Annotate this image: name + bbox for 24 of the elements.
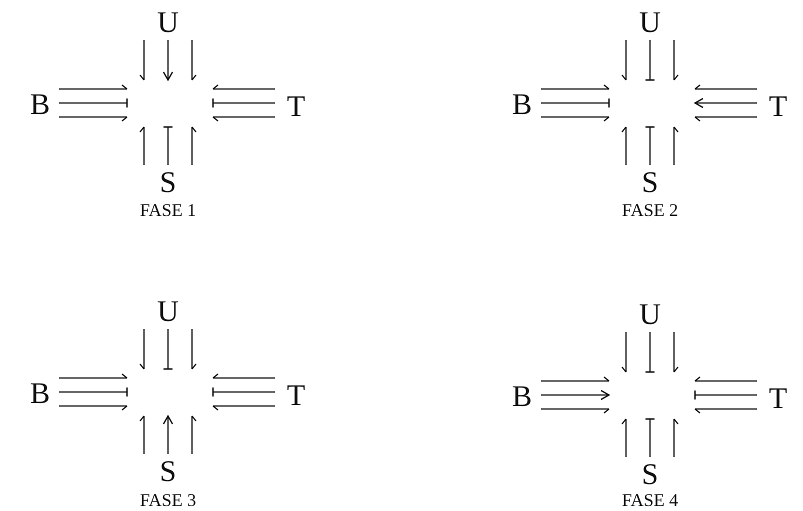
lane-arrow xyxy=(541,390,610,400)
phase-label: FASE 3 xyxy=(140,490,196,510)
approach-label: U xyxy=(639,8,661,38)
lane-arrow xyxy=(162,40,174,81)
approach-label: B xyxy=(512,382,532,412)
approach-label: B xyxy=(512,90,532,120)
lane-arrow xyxy=(694,98,757,108)
approach-label: S xyxy=(642,168,658,198)
phase-label: FASE 4 xyxy=(622,490,678,510)
approach-label: B xyxy=(30,379,50,409)
approach-label: T xyxy=(286,92,306,122)
approach-label: S xyxy=(160,457,176,487)
approach-label: U xyxy=(639,300,661,330)
approach-label: U xyxy=(157,297,179,327)
approach-label: T xyxy=(768,384,788,414)
approach-label: T xyxy=(768,92,788,122)
lane-arrow xyxy=(162,415,174,454)
approach-label: U xyxy=(157,8,179,38)
approach-label: S xyxy=(160,168,176,198)
phase-label: FASE 2 xyxy=(622,200,678,220)
approach-label: B xyxy=(30,90,50,120)
phase-label: FASE 1 xyxy=(140,200,196,220)
approach-label: S xyxy=(642,460,658,490)
approach-label: T xyxy=(286,381,306,411)
